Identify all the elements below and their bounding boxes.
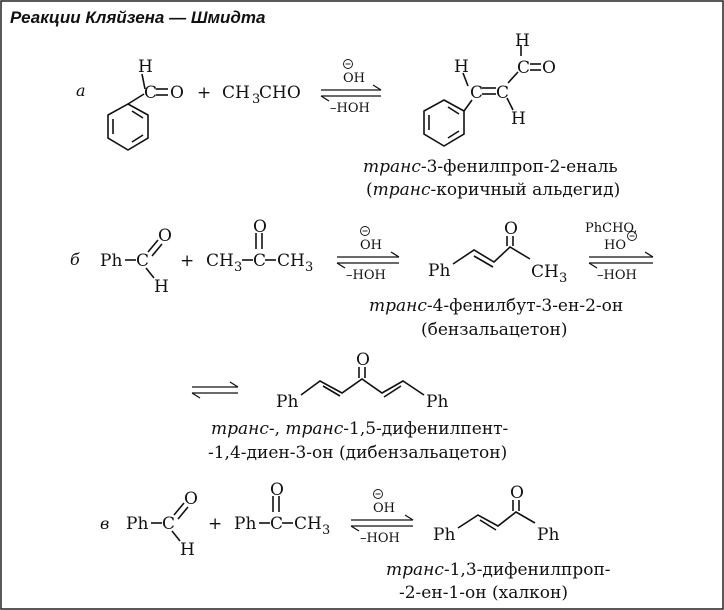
equilibrium-arrow-v: OH –HOH	[350, 489, 414, 546]
cinnamaldehyde-structure: H C C H C O H	[423, 31, 556, 147]
svg-text:H: H	[515, 31, 530, 51]
svg-text:C: C	[270, 514, 283, 534]
acetaldehyde-formula: CH 3 CHO	[222, 83, 301, 107]
product-name-b2-line1: транс-, транс-1,5-дифенилпент-	[211, 419, 508, 439]
svg-text:HO: HO	[604, 238, 626, 253]
reaction-b-label: б	[70, 250, 80, 269]
svg-text:Ph: Ph	[276, 392, 298, 412]
svg-text:C: C	[496, 83, 509, 103]
equilibrium-arrow-b3	[191, 381, 239, 399]
product-name-v: транс-1,3-дифенилпроп-	[386, 560, 611, 580]
benzaldehyde-b: Ph C O H	[100, 226, 172, 297]
svg-text:Ph: Ph	[100, 251, 122, 271]
svg-text:Ph: Ph	[234, 514, 256, 534]
product-name-b: транс-4-фенилбут-3-ен-2-он	[369, 296, 623, 316]
byproduct-water-a: –HOH	[330, 101, 370, 116]
dibenzalacetone-structure: Ph O Ph	[276, 350, 448, 412]
product-name-b2-line2: -1,4-диен-3-он (дибензальацетон)	[208, 443, 507, 463]
svg-text:O: O	[542, 58, 556, 78]
aldehyde-h: H	[138, 57, 153, 77]
benzaldehyde-v: Ph C O H	[126, 489, 198, 560]
reaction-a-label: а	[76, 81, 86, 100]
chalcone-structure: Ph O Ph	[433, 483, 559, 545]
svg-text:C: C	[136, 251, 149, 271]
svg-text:C: C	[517, 58, 530, 78]
equilibrium-arrow-a: OH –HOH	[320, 59, 382, 116]
svg-text:–HOH: –HOH	[597, 268, 637, 283]
svg-text:O: O	[270, 480, 284, 500]
svg-text:CH: CH	[206, 251, 234, 271]
plus-sign: +	[180, 251, 194, 271]
product-trivial-name-b: (бензальацетон)	[421, 320, 567, 340]
equilibrium-arrow-b2: PhCHO, HO –HOH	[585, 221, 654, 283]
svg-text:O: O	[504, 219, 518, 239]
carbonyl-o: O	[170, 83, 184, 103]
svg-text:C: C	[253, 251, 266, 271]
acetone-formula: CH 3 C CH 3 O	[206, 217, 313, 275]
svg-text:CH: CH	[294, 514, 322, 534]
scheme-title: Реакции Кляйзена — Шмидта	[10, 8, 266, 27]
svg-text:C: C	[470, 83, 483, 103]
svg-text:CHO: CHO	[259, 83, 301, 103]
svg-text:H: H	[154, 277, 169, 297]
product-trivial-name-a: (транс-коричный альдегид)	[366, 180, 620, 200]
svg-text:O: O	[184, 489, 198, 509]
svg-text:Ph: Ph	[537, 525, 559, 545]
catalyst-oh-a: OH	[343, 71, 365, 86]
svg-text:O: O	[356, 350, 370, 370]
svg-text:O: O	[158, 226, 172, 246]
product-name-a: транс-3-фенилпроп-2-еналь	[363, 157, 618, 177]
svg-text:CH: CH	[222, 83, 250, 103]
equilibrium-arrow-b1: OH –HOH	[336, 226, 400, 283]
benzaldehyde-structure: H C O	[107, 57, 184, 151]
svg-text:OH: OH	[360, 238, 382, 253]
svg-text:3: 3	[252, 92, 260, 107]
svg-text:OH: OH	[373, 501, 395, 516]
svg-text:3: 3	[305, 260, 313, 275]
svg-text:PhCHO,: PhCHO,	[585, 221, 637, 236]
svg-text:H: H	[180, 540, 195, 560]
svg-text:H: H	[511, 109, 526, 129]
svg-text:Ph: Ph	[428, 261, 450, 281]
acetophenone-formula: Ph C CH 3 O	[234, 480, 330, 538]
benzalacetone-structure: Ph O CH 3	[428, 219, 567, 286]
product-trivial-name-v: -2-ен-1-он (халкон)	[399, 583, 568, 603]
svg-text:Ph: Ph	[126, 514, 148, 534]
plus-sign: +	[197, 83, 211, 103]
svg-text:–HOH: –HOH	[346, 268, 386, 283]
svg-text:CH: CH	[277, 251, 305, 271]
svg-text:O: O	[253, 217, 267, 237]
plus-sign: +	[208, 514, 222, 534]
svg-text:C: C	[162, 514, 175, 534]
svg-text:3: 3	[322, 523, 330, 538]
svg-text:–HOH: –HOH	[360, 531, 400, 546]
svg-text:Ph: Ph	[433, 525, 455, 545]
svg-text:CH: CH	[531, 262, 559, 282]
svg-text:3: 3	[234, 260, 242, 275]
carbonyl-c: C	[144, 83, 157, 103]
svg-text:Ph: Ph	[426, 392, 448, 412]
svg-text:H: H	[454, 57, 469, 77]
svg-text:O: O	[510, 483, 524, 503]
svg-text:3: 3	[559, 271, 567, 286]
reaction-v-label: в	[100, 514, 109, 533]
